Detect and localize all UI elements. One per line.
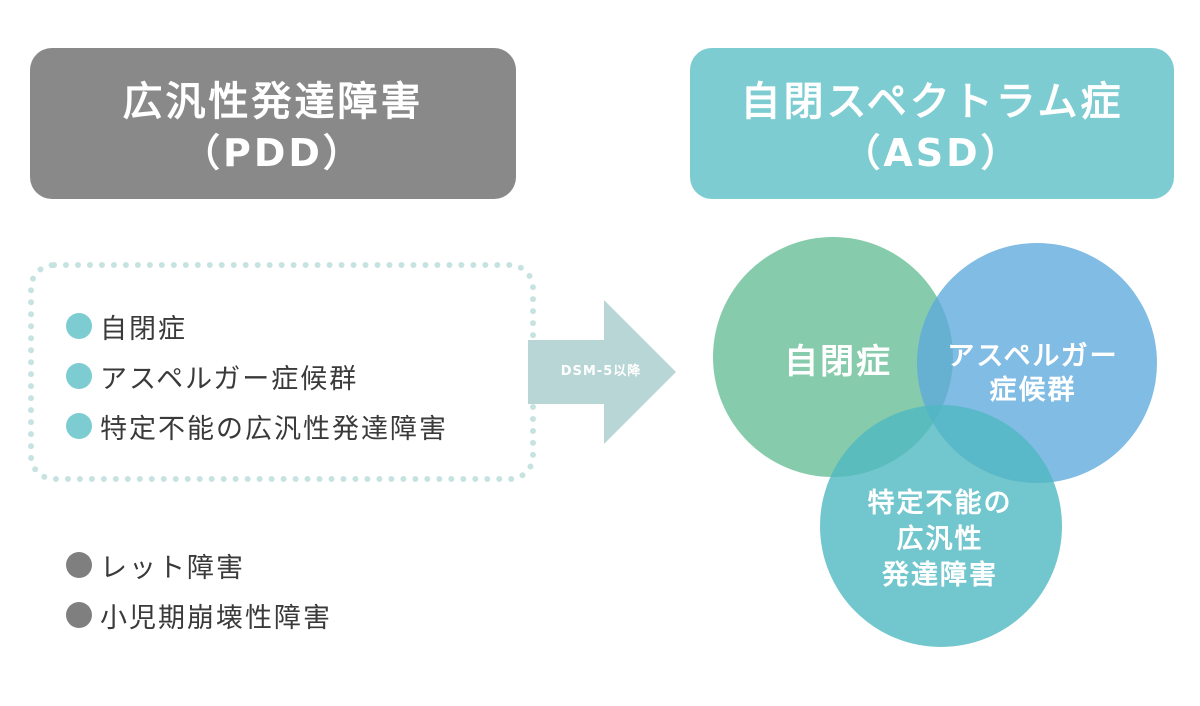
list-item: 小児期崩壊性障害 bbox=[66, 590, 332, 640]
list-item: レット障害 bbox=[66, 540, 332, 590]
asd-title: 自閉スペクトラム症 bbox=[740, 79, 1124, 125]
venn-label-autism: 自閉症 bbox=[768, 340, 908, 384]
teal-bullet-icon bbox=[66, 363, 92, 389]
list-item-label: レット障害 bbox=[100, 552, 245, 584]
pddnos-label-line1: 特定不能の bbox=[867, 488, 1013, 519]
list-item-label: 特定不能の広汎性発達障害 bbox=[100, 413, 448, 445]
venn-label-asperger: アスペルガー 症候群 bbox=[918, 340, 1148, 408]
asperger-label-line2: 症候群 bbox=[989, 375, 1077, 406]
included-diagnoses-list: 自閉症 アスペルガー症候群 特定不能の広汎性発達障害 bbox=[66, 301, 448, 451]
asd-header: 自閉スペクトラム症 （ASD） bbox=[690, 48, 1174, 199]
asd-venn-diagram bbox=[713, 237, 1157, 647]
pddnos-circle bbox=[820, 405, 1062, 647]
teal-bullet-icon bbox=[66, 413, 92, 439]
pdd-abbreviation: （PDD） bbox=[182, 131, 364, 175]
teal-bullet-icon bbox=[66, 313, 92, 339]
pddnos-label-line2: 広汎性 bbox=[896, 524, 984, 555]
asperger-label-line1: アスペルガー bbox=[947, 341, 1119, 372]
list-item-label: 小児期崩壊性障害 bbox=[100, 602, 332, 634]
gray-bullet-icon bbox=[66, 552, 92, 578]
list-item: 特定不能の広汎性発達障害 bbox=[66, 401, 448, 451]
pdd-header: 広汎性発達障害 （PDD） bbox=[30, 48, 516, 199]
list-item-label: アスペルガー症候群 bbox=[100, 363, 359, 395]
autism-label-text: 自閉症 bbox=[784, 342, 892, 382]
gray-bullet-icon bbox=[66, 602, 92, 628]
excluded-diagnoses-list: レット障害 小児期崩壊性障害 bbox=[66, 540, 332, 640]
arrow-label: DSM-5以降 bbox=[560, 364, 642, 379]
pdd-title: 広汎性発達障害 bbox=[122, 79, 424, 125]
list-item-label: 自閉症 bbox=[100, 313, 187, 345]
right-arrow-icon bbox=[528, 300, 676, 444]
pddnos-label-line3: 発達障害 bbox=[882, 560, 998, 591]
asd-abbreviation: （ASD） bbox=[842, 131, 1022, 175]
list-item: 自閉症 bbox=[66, 301, 448, 351]
list-item: アスペルガー症候群 bbox=[66, 351, 448, 401]
venn-label-pddnos: 特定不能の 広汎性 発達障害 bbox=[830, 486, 1050, 594]
